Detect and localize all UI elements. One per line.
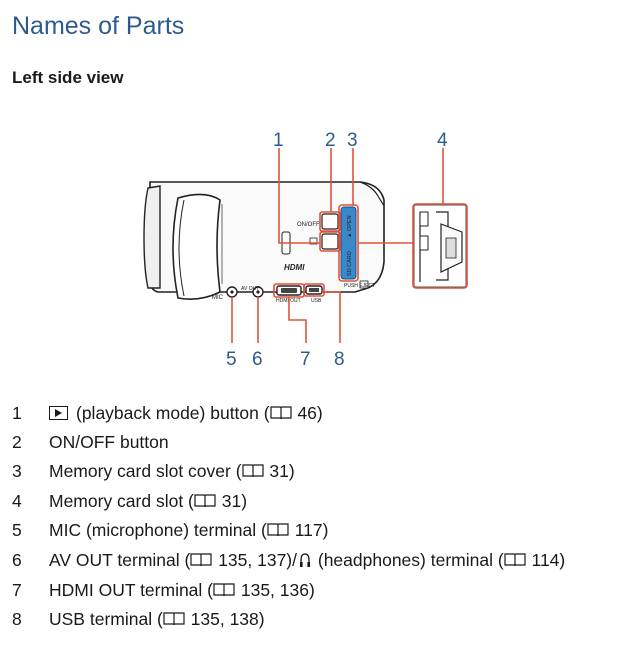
hdmi-logo: HDMI	[284, 263, 305, 272]
callout-8: 8	[334, 349, 345, 370]
page-title: Names of Parts	[12, 12, 185, 40]
part-number: 7	[12, 580, 22, 600]
push-eject-label: PUSH EJECT	[344, 283, 375, 289]
part-description: MIC (microphone) terminal ( 117)	[49, 520, 329, 540]
book-icon	[241, 464, 264, 478]
sd-card-label: SD CARD	[347, 251, 353, 276]
part-description: Memory card slot ( 31)	[49, 491, 248, 511]
callout-2: 2	[325, 130, 336, 151]
av-out-label: AV OUT	[241, 286, 259, 292]
parts-list-item: 2 ON/OFF button	[0, 429, 629, 455]
part-description: Memory card slot cover ( 31)	[49, 461, 295, 481]
book-icon	[213, 583, 235, 597]
parts-list-item: 5 MIC (microphone) terminal ( 117)	[0, 517, 629, 543]
part-description: (playback mode) button ( 46)	[49, 400, 323, 426]
callout-5: 5	[226, 349, 237, 370]
callout-3: 3	[347, 130, 358, 151]
callout-1: 1	[273, 130, 284, 151]
parts-list-item: 3 Memory card slot cover ( 31)	[0, 458, 629, 484]
callout-4: 4	[437, 130, 448, 151]
callout-6: 6	[252, 349, 263, 370]
parts-list-item: 6 AV OUT terminal ( 135, 137)/ (headphon…	[0, 547, 629, 573]
card-slot-detail	[413, 204, 467, 288]
parts-list-item: 4 Memory card slot ( 31)	[0, 488, 629, 514]
part-number: 6	[12, 550, 22, 570]
usb-label: USB	[311, 298, 322, 304]
section-subtitle: Left side view	[12, 68, 124, 87]
book-icon	[504, 553, 526, 567]
callout-leaders	[231, 148, 468, 343]
part-number: 1	[12, 403, 22, 423]
part-number: 2	[12, 432, 22, 452]
part-description: ON/OFF button	[49, 432, 169, 452]
camcorder-left-side-diagram: ON/OFF HDMI SD CARD ▲ OPEN MIC AV OUT HD…	[143, 130, 468, 370]
headphones-icon	[300, 553, 310, 567]
book-icon	[163, 612, 185, 626]
playback-icon	[49, 406, 68, 420]
part-number: 3	[12, 461, 22, 481]
part-number: 4	[12, 491, 22, 511]
part-number: 8	[12, 609, 22, 629]
part-description: HDMI OUT terminal ( 135, 136)	[49, 580, 315, 600]
book-icon	[269, 406, 292, 420]
mic-label: MIC	[212, 295, 224, 301]
open-label: ▲ OPEN	[347, 215, 353, 238]
on-off-label: ON/OFF	[297, 222, 320, 228]
part-description: AV OUT terminal ( 135, 137)/ (headphones…	[49, 550, 566, 570]
part-number: 5	[12, 520, 22, 540]
book-icon	[267, 523, 289, 537]
parts-list-item: 7 HDMI OUT terminal ( 135, 136)	[0, 577, 629, 603]
callout-7: 7	[300, 349, 311, 370]
camcorder-body: ON/OFF HDMI SD CARD ▲ OPEN MIC AV OUT HD…	[143, 181, 385, 304]
parts-list-item: 1 (playback mode) button ( 46)	[0, 400, 629, 426]
part-description: USB terminal ( 135, 138)	[49, 609, 265, 629]
book-icon	[194, 494, 216, 508]
book-icon	[190, 553, 212, 567]
parts-list-item: 8 USB terminal ( 135, 138)	[0, 606, 629, 632]
